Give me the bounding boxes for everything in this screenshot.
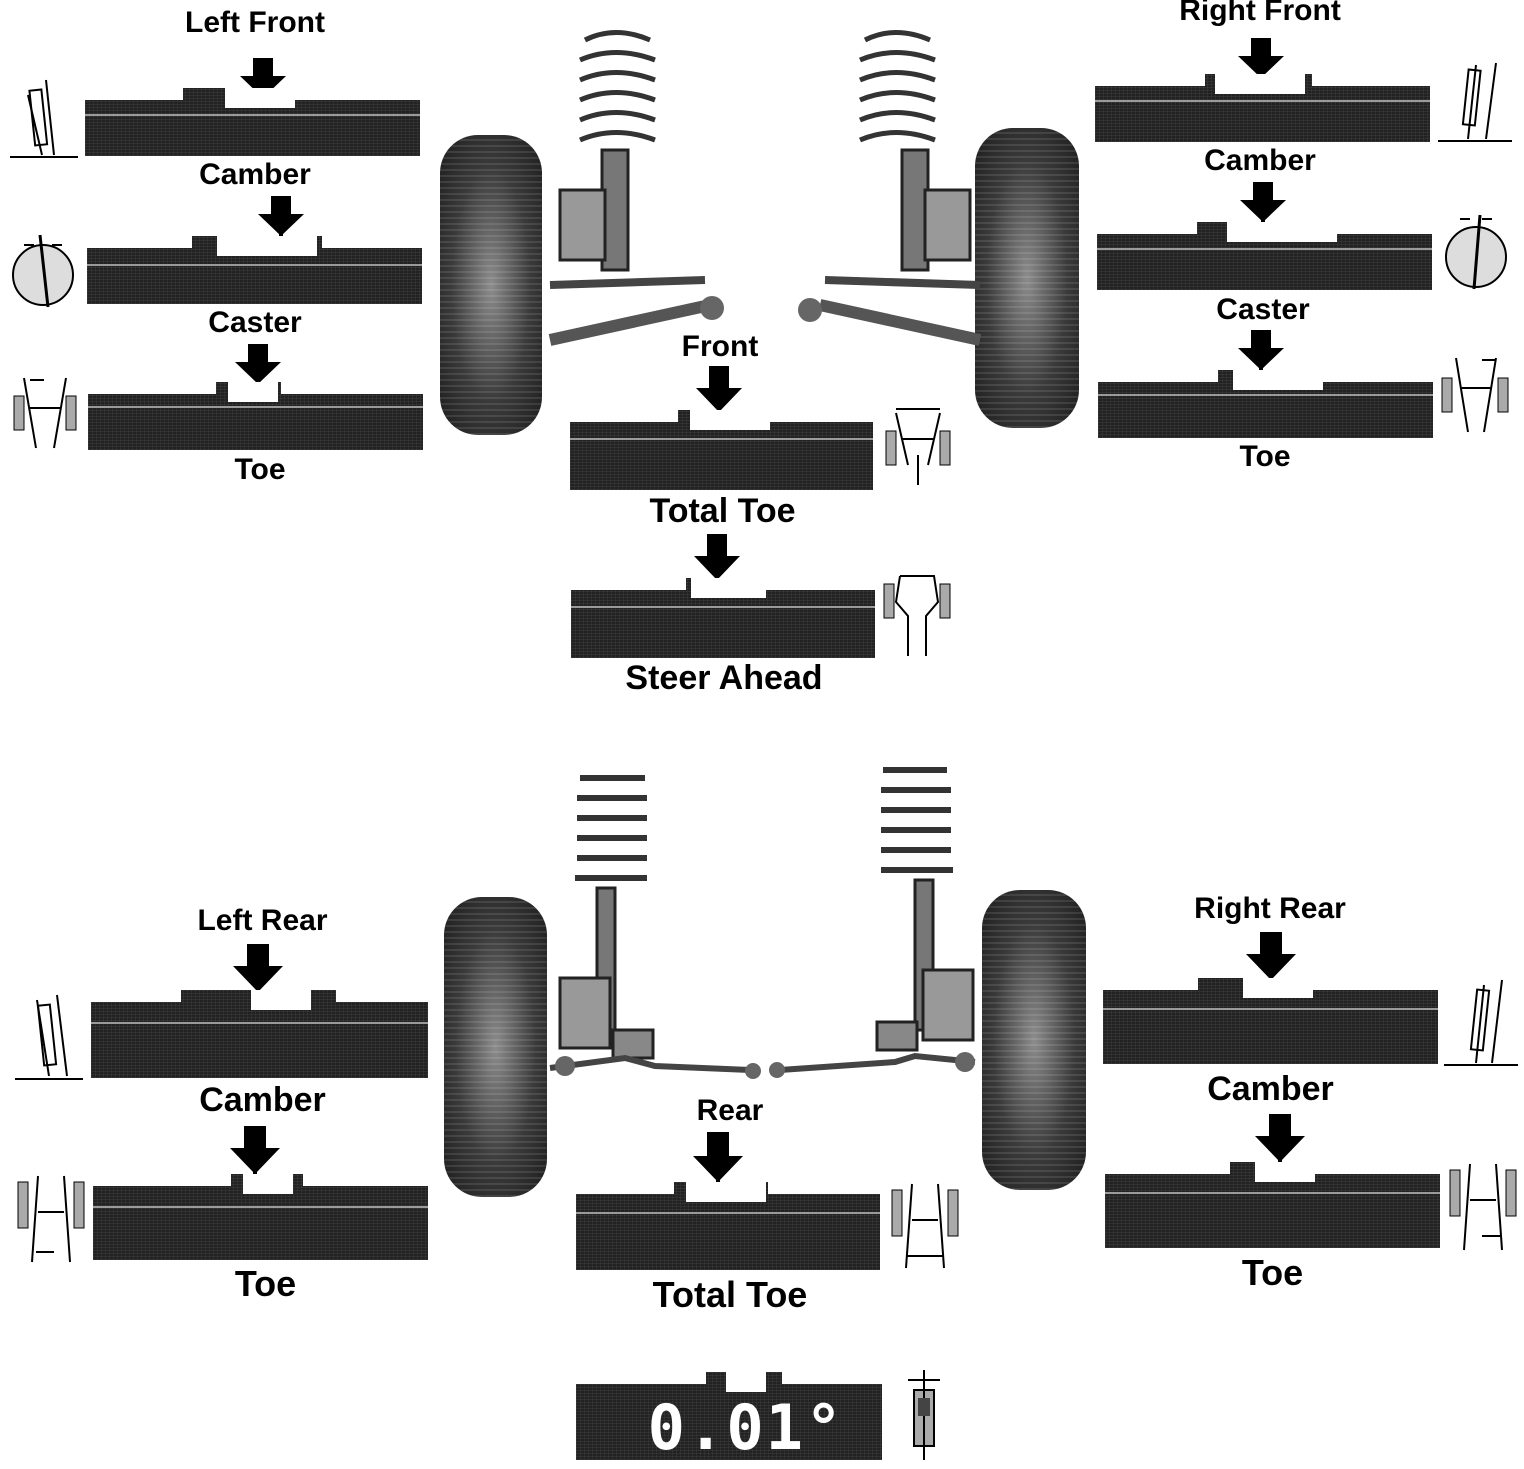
right-front-camber-label: Camber xyxy=(1204,144,1316,177)
right-front-camber-gauge xyxy=(1095,74,1430,142)
left-front-camber-gauge xyxy=(85,88,420,156)
right-front-caster-gauge xyxy=(1097,222,1432,290)
right-front-title: Right Front xyxy=(1179,0,1341,27)
caster-icon xyxy=(1445,214,1507,290)
left-front-title: Left Front xyxy=(185,6,325,39)
right-front-caster-label: Caster xyxy=(1216,293,1310,326)
left-rear-title: Left Rear xyxy=(197,904,328,937)
rear-right-wheel xyxy=(982,890,1086,1190)
right-rear-camber-label: Camber xyxy=(1207,1070,1334,1108)
toe-icon xyxy=(1441,357,1509,433)
rear-right-strut-icon xyxy=(769,767,976,1078)
camber-icon xyxy=(1444,979,1518,1066)
total-toe-icon xyxy=(885,408,951,485)
rear-title: Rear xyxy=(696,1094,764,1127)
left-rear-camber-label: Camber xyxy=(199,1081,326,1119)
steer-ahead-icon xyxy=(883,575,951,656)
rear-total-toe-gauge xyxy=(576,1182,880,1270)
front-left-wheel xyxy=(440,135,542,435)
left-rear-camber-gauge xyxy=(91,990,428,1078)
rear-left-strut-icon xyxy=(549,775,761,1079)
rear-left-wheel xyxy=(444,897,547,1197)
camber-icon xyxy=(10,79,78,158)
front-title: Front xyxy=(681,330,759,363)
front-total-toe-label: Total Toe xyxy=(649,492,796,530)
right-rear-title: Right Rear xyxy=(1194,892,1346,925)
camber-icon xyxy=(1438,62,1512,142)
total-toe-icon xyxy=(891,1183,959,1269)
right-rear-camber-gauge xyxy=(1103,978,1438,1064)
thrust-angle-readout: 0.01° xyxy=(647,1391,845,1464)
right-front-toe-gauge xyxy=(1098,370,1433,438)
right-front-toe-label: Toe xyxy=(1239,440,1291,473)
left-front-toe-label: Toe xyxy=(234,453,286,486)
toe-icon xyxy=(17,1175,85,1263)
thrust-icon xyxy=(908,1370,940,1460)
toe-icon xyxy=(1449,1163,1517,1251)
right-rear-toe-gauge xyxy=(1105,1162,1440,1248)
toe-icon xyxy=(13,377,77,449)
caster-icon xyxy=(12,234,74,308)
front-total-toe-gauge xyxy=(570,410,873,490)
front-right-wheel xyxy=(975,128,1079,428)
left-rear-toe-gauge xyxy=(93,1174,428,1260)
rear-total-toe-label: Total Toe xyxy=(652,1274,808,1315)
front-right-strut-icon xyxy=(798,30,982,346)
left-front-toe-gauge xyxy=(88,382,423,450)
thrust-angle-gauge: 0.01° xyxy=(576,1372,882,1460)
steer-ahead-label: Steer Ahead xyxy=(625,659,823,697)
left-front-caster-label: Caster xyxy=(208,306,302,339)
left-rear-toe-label: Toe xyxy=(234,1263,297,1304)
steer-ahead-gauge xyxy=(571,578,875,658)
right-rear-toe-label: Toe xyxy=(1241,1252,1304,1293)
camber-icon xyxy=(15,994,83,1080)
front-left-strut-icon xyxy=(548,30,724,346)
left-front-camber-label: Camber xyxy=(199,158,311,191)
left-front-caster-gauge xyxy=(87,236,422,304)
